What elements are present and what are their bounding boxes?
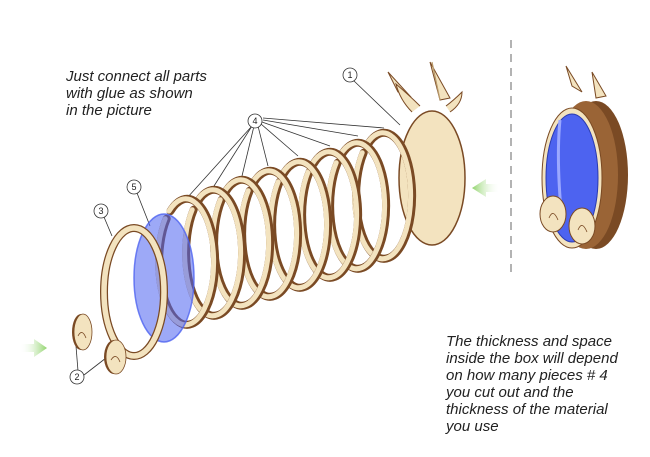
callout-3-label: 3 [98, 206, 103, 216]
callout-2: 2 [69, 369, 85, 385]
head-piece [387, 61, 466, 246]
instruction-bottom-line: on how many pieces # 4 [446, 367, 608, 384]
callout-2-label: 2 [74, 372, 79, 382]
callout-4-label: 4 [252, 116, 257, 126]
assembled-box [539, 65, 628, 249]
callout-line-2b [83, 357, 107, 376]
callout-line-2a [75, 345, 79, 372]
arrow-left-indicator [472, 179, 500, 197]
wheel-pieces-2 [72, 313, 127, 375]
callout-1: 1 [342, 67, 358, 83]
instruction-bottom-line: thickness of the material [446, 401, 608, 418]
instruction-top-line: Just connect all parts [66, 68, 207, 85]
arrow-right-indicator [20, 339, 47, 357]
callout-1-label: 1 [347, 70, 352, 80]
callout-line-5 [136, 192, 151, 227]
frame-pieces-4 [155, 128, 417, 329]
instruction-top-line: with glue as shown [66, 85, 193, 102]
callout-line-1 [352, 79, 401, 126]
callout-5: 5 [126, 179, 142, 195]
instruction-top-line: in the picture [66, 102, 152, 119]
callout-line-3 [103, 216, 113, 237]
callout-3: 3 [93, 203, 109, 219]
callout-4: 4 [247, 113, 263, 129]
instruction-text-bottom: The thickness and space inside the box w… [446, 333, 618, 435]
instruction-bottom-line: you cut out and the [446, 384, 574, 401]
instruction-text-top: Just connect all parts with glue as show… [66, 68, 207, 119]
front-frame-3 [100, 224, 168, 360]
instruction-bottom-line: you use [446, 418, 499, 435]
instruction-bottom-line: inside the box will depend [446, 350, 618, 367]
callout-lines-4 [186, 117, 385, 199]
instruction-bottom-line: The thickness and space [446, 333, 612, 350]
callout-5-label: 5 [131, 182, 136, 192]
